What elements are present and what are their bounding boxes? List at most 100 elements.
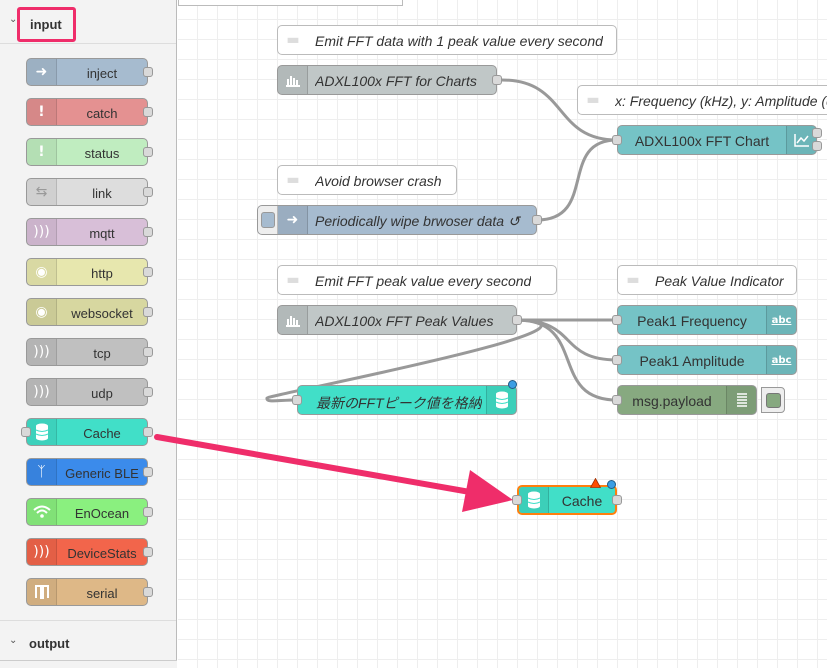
comment-node[interactable]: ▬ Emit FFT peak value every second bbox=[277, 265, 557, 295]
warning-triangle-icon bbox=[590, 478, 601, 488]
node-label: Peak1 Amplitude bbox=[639, 353, 745, 369]
output-port[interactable] bbox=[143, 507, 153, 517]
input-port[interactable] bbox=[21, 427, 31, 437]
wireless-icon: ))) bbox=[27, 219, 57, 245]
node-store-fft-peak[interactable]: 最新のFFTピーク値を格納 bbox=[292, 380, 517, 415]
input-port[interactable] bbox=[612, 135, 622, 145]
output-port[interactable] bbox=[143, 467, 153, 477]
input-port[interactable] bbox=[612, 355, 622, 365]
node-peak1-amplitude[interactable]: Peak1 Amplitude abc bbox=[612, 345, 797, 375]
output-port[interactable] bbox=[143, 307, 153, 317]
serial-icon bbox=[27, 579, 57, 605]
comment-icon: ▬ bbox=[286, 272, 300, 288]
palette-node-udp[interactable]: ))) udp bbox=[26, 378, 153, 406]
highlight-box bbox=[17, 7, 76, 42]
node-label: Periodically wipe brwoser data ↺ bbox=[315, 213, 520, 229]
node-label: msg.payload bbox=[632, 393, 712, 409]
node-label: ADXL100x FFT Peak Values bbox=[315, 313, 494, 329]
palette-node-tcp[interactable]: ))) tcp bbox=[26, 338, 153, 366]
exclamation-icon: ! bbox=[27, 99, 57, 125]
output-port[interactable] bbox=[143, 587, 153, 597]
inject-button-square bbox=[261, 212, 275, 228]
comment-node[interactable]: ▬ Avoid browser crash bbox=[277, 165, 457, 195]
globe-icon: ◉ bbox=[27, 299, 57, 325]
palette-node-http[interactable]: ◉ http bbox=[26, 258, 153, 286]
output-port[interactable] bbox=[143, 267, 153, 277]
comment-icon: ▬ bbox=[626, 272, 640, 288]
node-fft-chart[interactable]: ADXL100x FFT Chart bbox=[612, 125, 822, 155]
changed-badge bbox=[607, 480, 616, 489]
output-port[interactable] bbox=[143, 547, 153, 557]
output-port[interactable] bbox=[143, 147, 153, 157]
node-peak1-frequency[interactable]: Peak1 Frequency abc bbox=[612, 305, 797, 335]
wire bbox=[536, 138, 618, 222]
node-label: inject bbox=[86, 66, 118, 81]
database-icon bbox=[486, 386, 516, 414]
node-label: EnOcean bbox=[74, 506, 130, 521]
chevron-down-icon[interactable]: ⌄ bbox=[9, 635, 18, 646]
output-port[interactable] bbox=[612, 495, 622, 505]
output-port[interactable] bbox=[512, 315, 522, 325]
node-debug-msg-payload[interactable]: msg.payload bbox=[612, 385, 785, 415]
input-port[interactable] bbox=[612, 395, 622, 405]
palette-node-mqtt[interactable]: ))) mqtt bbox=[26, 218, 153, 246]
node-label: ADXL100x FFT for Charts bbox=[315, 73, 477, 89]
node-cache-new[interactable]: Cache bbox=[512, 478, 622, 515]
output-port[interactable] bbox=[143, 427, 153, 437]
database-icon bbox=[27, 419, 57, 445]
chart-bars-icon bbox=[278, 306, 308, 334]
output-port[interactable] bbox=[812, 141, 822, 151]
palette-node-catch[interactable]: ! catch bbox=[26, 98, 153, 126]
wire bbox=[265, 318, 543, 403]
debug-toggle-button[interactable] bbox=[761, 387, 785, 413]
palette-node-generic-ble[interactable]: ᛉ Generic BLE bbox=[26, 458, 153, 486]
output-port[interactable] bbox=[492, 75, 502, 85]
wireless-icon: ))) bbox=[27, 539, 57, 565]
palette-node-websocket[interactable]: ◉ websocket bbox=[26, 298, 153, 326]
node-label: http bbox=[91, 266, 113, 281]
chevron-down-icon[interactable]: ⌄ bbox=[9, 14, 18, 25]
comment-node[interactable]: ▬ Emit FFT data with 1 peak value every … bbox=[277, 25, 617, 55]
output-port[interactable] bbox=[143, 347, 153, 357]
output-port[interactable] bbox=[812, 128, 822, 138]
node-label: Cache bbox=[561, 493, 603, 509]
palette-node-enocean[interactable]: EnOcean bbox=[26, 498, 153, 526]
input-port[interactable] bbox=[292, 395, 302, 405]
node-label: status bbox=[84, 146, 120, 161]
node-wipe-browser-data[interactable]: ➜ Periodically wipe brwoser data ↺ bbox=[257, 205, 542, 235]
node-label: serial bbox=[86, 586, 118, 601]
input-port[interactable] bbox=[612, 315, 622, 325]
flow-canvas[interactable]: ▬ Emit FFT data with 1 peak value every … bbox=[178, 0, 827, 668]
node-label: udp bbox=[91, 386, 113, 401]
node-label: 最新のFFTピーク値を格納 bbox=[316, 395, 482, 411]
palette-node-status[interactable]: ! status bbox=[26, 138, 153, 166]
node-label: Cache bbox=[83, 426, 121, 441]
output-port[interactable] bbox=[532, 215, 542, 225]
output-port[interactable] bbox=[143, 67, 153, 77]
arrow-right-icon: ➜ bbox=[27, 59, 57, 85]
wireless-icon: ))) bbox=[27, 339, 57, 365]
comment-label: Avoid browser crash bbox=[315, 173, 442, 189]
output-port[interactable] bbox=[143, 187, 153, 197]
output-port[interactable] bbox=[143, 107, 153, 117]
line-chart-icon bbox=[786, 126, 816, 154]
list-icon bbox=[726, 386, 756, 414]
comment-node[interactable]: ▬ Peak Value Indicator bbox=[617, 265, 797, 295]
node-fft-for-charts[interactable]: ADXL100x FFT for Charts bbox=[277, 65, 502, 95]
palette-node-devicestats[interactable]: ))) DeviceStats bbox=[26, 538, 153, 566]
palette-category-input[interactable]: ⌄ input bbox=[0, 0, 176, 44]
palette-node-inject[interactable]: ➜ inject bbox=[26, 58, 153, 86]
palette-category-output[interactable]: ⌄ output bbox=[0, 620, 176, 664]
workspace-tab[interactable] bbox=[178, 0, 403, 6]
output-port[interactable] bbox=[143, 387, 153, 397]
output-port[interactable] bbox=[143, 227, 153, 237]
palette-node-link[interactable]: ⇆ link bbox=[26, 178, 153, 206]
abc-icon: abc bbox=[766, 306, 796, 334]
palette-node-serial[interactable]: serial bbox=[26, 578, 153, 606]
inject-button[interactable] bbox=[258, 206, 278, 234]
input-port[interactable] bbox=[512, 495, 522, 505]
comment-node[interactable]: ▬ x: Frequency (kHz), y: Amplitude (d bbox=[577, 85, 827, 115]
palette-node-cache[interactable]: Cache bbox=[21, 418, 153, 446]
node-fft-peak-values[interactable]: ADXL100x FFT Peak Values bbox=[277, 305, 522, 335]
node-label: catch bbox=[86, 106, 118, 121]
